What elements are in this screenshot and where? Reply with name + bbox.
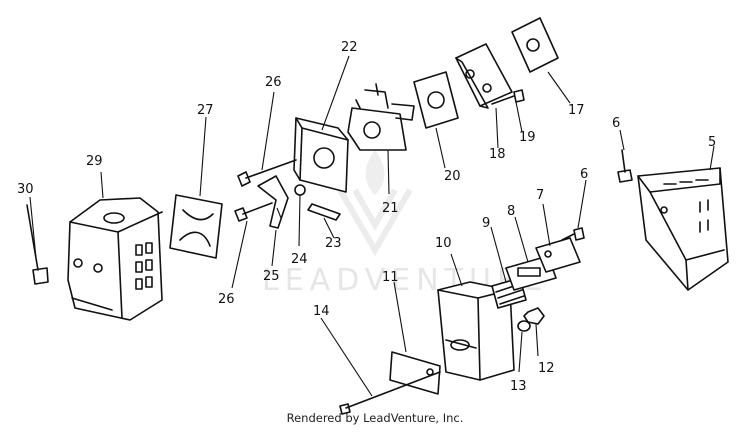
callout-27: 27 bbox=[197, 103, 214, 118]
part-6-bolt-lower bbox=[561, 227, 585, 241]
callout-labels: 29 30 27 26 22 21 20 18 17 19 6 5 6 7 8 … bbox=[17, 40, 716, 394]
callout-9: 9 bbox=[482, 216, 490, 231]
part-11-heat-shield-plate bbox=[389, 351, 441, 395]
part-18-insulator-block bbox=[455, 43, 513, 109]
part-26-bolt-lower bbox=[234, 202, 273, 222]
part-12-nut bbox=[523, 307, 545, 325]
callout-13: 13 bbox=[510, 379, 527, 394]
callout-30: 30 bbox=[17, 182, 34, 197]
part-20-gasket bbox=[413, 71, 459, 129]
part-7-exhaust-flange bbox=[535, 237, 581, 273]
callout-5: 5 bbox=[708, 135, 716, 150]
callout-25: 25 bbox=[263, 269, 280, 284]
part-19-bolt bbox=[491, 89, 525, 105]
part-30-screw bbox=[26, 204, 49, 285]
part-5-muffler-cover bbox=[637, 167, 729, 291]
part-13-washer bbox=[517, 320, 531, 332]
callout-19: 19 bbox=[519, 130, 536, 145]
watermark-logo-icon bbox=[337, 188, 413, 256]
part-27-gasket bbox=[169, 194, 223, 259]
callout-26-lower: 26 bbox=[218, 292, 235, 307]
leader-lines bbox=[29, 55, 715, 397]
callout-11: 11 bbox=[382, 270, 399, 285]
callout-22: 22 bbox=[341, 40, 358, 55]
callout-24: 24 bbox=[291, 252, 308, 267]
render-credit-caption: Rendered by LeadVenture, Inc. bbox=[286, 411, 464, 425]
callout-8: 8 bbox=[507, 204, 515, 219]
callout-10: 10 bbox=[435, 236, 452, 251]
part-29-air-cleaner-cover bbox=[67, 197, 163, 321]
part-23-spacer bbox=[307, 203, 341, 221]
callout-20: 20 bbox=[444, 169, 461, 184]
part-25-bracket bbox=[257, 175, 289, 229]
callout-12: 12 bbox=[538, 361, 555, 376]
part-6-bolt-upper bbox=[617, 149, 633, 183]
callout-18: 18 bbox=[489, 147, 506, 162]
part-14-stud-bolt bbox=[339, 371, 441, 415]
callout-23: 23 bbox=[325, 236, 342, 251]
callout-6-lower: 6 bbox=[580, 167, 588, 182]
part-22-carburetor-housing bbox=[293, 117, 349, 193]
callout-6-upper: 6 bbox=[612, 116, 620, 131]
watermark-flame-icon bbox=[365, 150, 385, 195]
callout-14: 14 bbox=[313, 304, 330, 319]
callout-17: 17 bbox=[568, 103, 585, 118]
part-26-bolt-upper bbox=[237, 159, 297, 187]
callout-21: 21 bbox=[382, 201, 399, 216]
callout-7: 7 bbox=[536, 188, 544, 203]
part-24-washer bbox=[294, 184, 306, 196]
callout-29: 29 bbox=[86, 154, 103, 169]
callout-26-upper: 26 bbox=[265, 75, 282, 90]
part-17-gasket bbox=[511, 17, 559, 73]
part-21-carburetor bbox=[347, 83, 415, 151]
part-10-muffler bbox=[437, 281, 515, 381]
